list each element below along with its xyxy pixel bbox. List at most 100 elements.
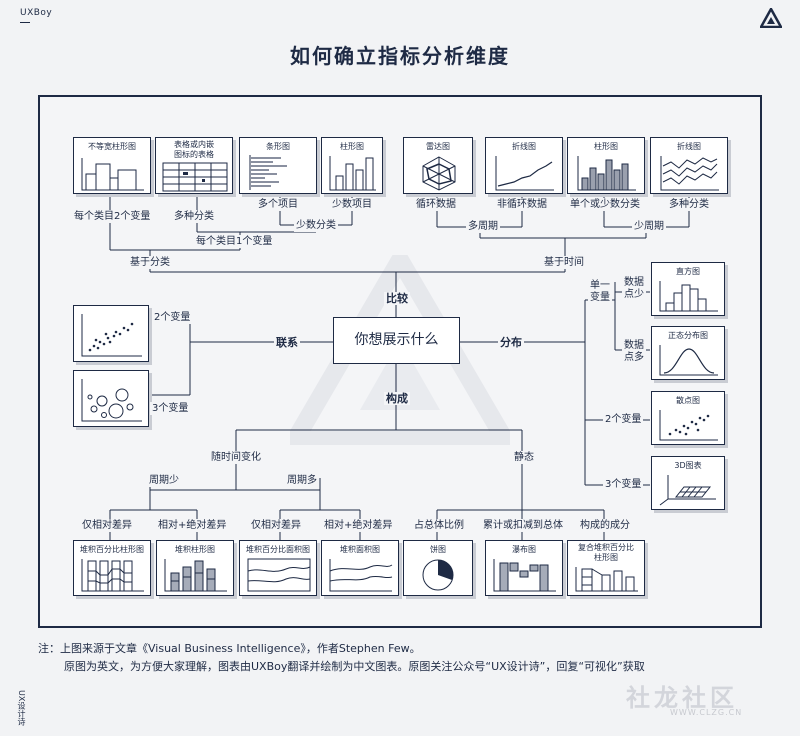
triangle-logo-icon — [760, 8, 782, 28]
scatter-plot-icon — [81, 314, 142, 357]
brand-name: UXBoy — [20, 8, 53, 18]
label-relative-only: 仅相对差异 — [80, 519, 134, 532]
label-few-items: 少数项目 — [330, 198, 374, 211]
chart-card-bar: 条形图 — [239, 137, 317, 194]
site-watermark: 社龙社区 — [626, 683, 738, 712]
side-vertical-text: UX设计诗 — [17, 690, 26, 726]
label-few-periods-comp: 周期少 — [147, 474, 181, 487]
chart-card-variable-width-column: 不等宽柱形图 — [73, 137, 151, 194]
card-title: 柱形图 — [594, 142, 618, 151]
label-two-vars-per-category: 每个类目2个变量 — [72, 210, 153, 223]
stacked-percent-area-icon — [247, 558, 311, 592]
label-changes-over-time: 随时间变化 — [209, 451, 263, 464]
label-many-categories-2: 多种分类 — [667, 198, 711, 211]
multi-line-chart-icon — [660, 156, 719, 191]
label-many-periods: 多周期 — [466, 220, 500, 233]
3d-surface-chart-icon — [659, 475, 716, 506]
branch-compare: 比较 — [384, 292, 410, 305]
label-two-variables: 2个变量 — [152, 311, 193, 324]
scatter-plot-icon — [659, 410, 718, 441]
chart-card-radar: 雷达图 — [403, 137, 473, 194]
variable-width-column-icon — [81, 158, 144, 191]
chart-card-stacked-100-column: 堆积百分比柱形图 — [73, 540, 151, 596]
card-title: 堆积百分比面积图 — [246, 545, 310, 554]
chart-card-3d: 3D图表 — [651, 456, 725, 510]
bubble-chart-icon — [81, 379, 142, 422]
label-relative-only-2: 仅相对差异 — [249, 519, 303, 532]
label-static: 静态 — [512, 451, 536, 464]
footnote-translation: 原图为英文，为方便大家理解，图表由UXBoy翻译并绘制为中文图表。原图关注公众号… — [64, 660, 645, 673]
chart-card-stacked-100-area: 堆积百分比面积图 — [239, 540, 317, 596]
card-title: 表格或内嵌 图标的表格 — [174, 140, 214, 159]
chart-card-bubble-3var — [73, 370, 149, 427]
label-few-periods: 少周期 — [632, 220, 666, 233]
histogram-icon — [659, 281, 718, 312]
card-title: 折线图 — [512, 142, 536, 151]
label-many-items: 多个项目 — [256, 198, 300, 211]
card-title: 堆积柱形图 — [175, 545, 215, 554]
chart-card-scatter-2var — [73, 305, 149, 362]
card-title: 柱形图 — [340, 142, 364, 151]
radar-chart-icon — [422, 156, 456, 191]
label-by-category: 基于分类 — [128, 256, 172, 269]
column-chart-icon — [577, 156, 636, 191]
label-share-of-total: 占总体比例 — [412, 519, 466, 532]
label-by-time: 基于时间 — [542, 256, 586, 269]
label-two-variables-dist: 2个变量 — [603, 413, 644, 426]
label-many-periods-comp: 周期多 — [285, 474, 319, 487]
central-question-box: 你想展示什么 — [333, 317, 460, 364]
chart-card-column-2: 柱形图 — [567, 137, 645, 194]
card-title: 折线图 — [677, 142, 701, 151]
chart-card-composite-stacked: 复合堆积百分比 柱形图 — [567, 540, 645, 596]
chart-card-pie: 饼图 — [403, 540, 473, 596]
card-title: 直方图 — [676, 267, 700, 276]
card-title: 瀑布图 — [512, 545, 536, 554]
label-relative-absolute-2: 相对+绝对差异 — [322, 519, 395, 532]
chart-card-stacked-column: 堆积柱形图 — [156, 540, 234, 596]
label-few-data-points: 数据 点少 — [622, 277, 646, 301]
label-single-variable: 单一 变量 — [588, 280, 612, 304]
label-non-cyclic-data: 非循环数据 — [495, 198, 549, 211]
normal-distribution-icon — [659, 345, 718, 376]
card-title: 条形图 — [266, 142, 290, 151]
chart-card-scatter: 散点图 — [651, 391, 725, 445]
brand-underline — [20, 22, 30, 23]
chart-card-waterfall: 瀑布图 — [485, 540, 563, 596]
chart-card-column: 柱形图 — [321, 137, 383, 194]
label-single-or-few-categories: 单个或少数分类 — [568, 198, 642, 211]
label-relative-absolute: 相对+绝对差异 — [156, 519, 229, 532]
label-many-categories: 多种分类 — [172, 210, 216, 223]
bar-chart-icon — [249, 155, 287, 190]
card-title: 堆积百分比柱形图 — [80, 545, 144, 554]
chart-card-stacked-area: 堆积面积图 — [321, 540, 399, 596]
stacked-column-icon — [164, 559, 227, 592]
card-title: 3D图表 — [674, 461, 702, 470]
pie-chart-icon — [422, 559, 454, 591]
label-accumulation: 累计或扣减到总体 — [481, 519, 565, 532]
waterfall-chart-icon — [493, 559, 556, 592]
chart-card-line: 折线图 — [485, 137, 563, 194]
card-title: 不等宽柱形图 — [88, 142, 136, 151]
branch-relation: 联系 — [274, 336, 300, 349]
branch-composition: 构成 — [384, 392, 410, 405]
card-title: 正态分布图 — [668, 331, 708, 340]
stacked-area-icon — [329, 559, 393, 592]
label-three-variables: 3个变量 — [150, 402, 191, 415]
card-title: 饼图 — [430, 545, 446, 554]
branch-distribution: 分布 — [498, 336, 524, 349]
chart-card-histogram: 直方图 — [651, 262, 725, 316]
column-chart-icon — [329, 156, 376, 191]
label-three-variables-dist: 3个变量 — [603, 478, 644, 491]
card-title: 雷达图 — [426, 142, 450, 151]
chart-card-table: 表格或内嵌 图标的表格 — [155, 137, 233, 194]
line-chart-icon — [495, 156, 554, 191]
label-few-categories: 少数分类 — [294, 219, 338, 232]
chart-card-normal-distribution: 正态分布图 — [651, 326, 725, 380]
card-title: 复合堆积百分比 柱形图 — [578, 543, 634, 562]
label-one-var-per-category: 每个类目1个变量 — [194, 235, 275, 248]
stacked-percent-column-icon — [81, 559, 144, 592]
table-icon — [162, 162, 228, 192]
label-many-data-points: 数据 点多 — [622, 340, 646, 364]
chart-card-multi-line: 折线图 — [650, 137, 728, 194]
